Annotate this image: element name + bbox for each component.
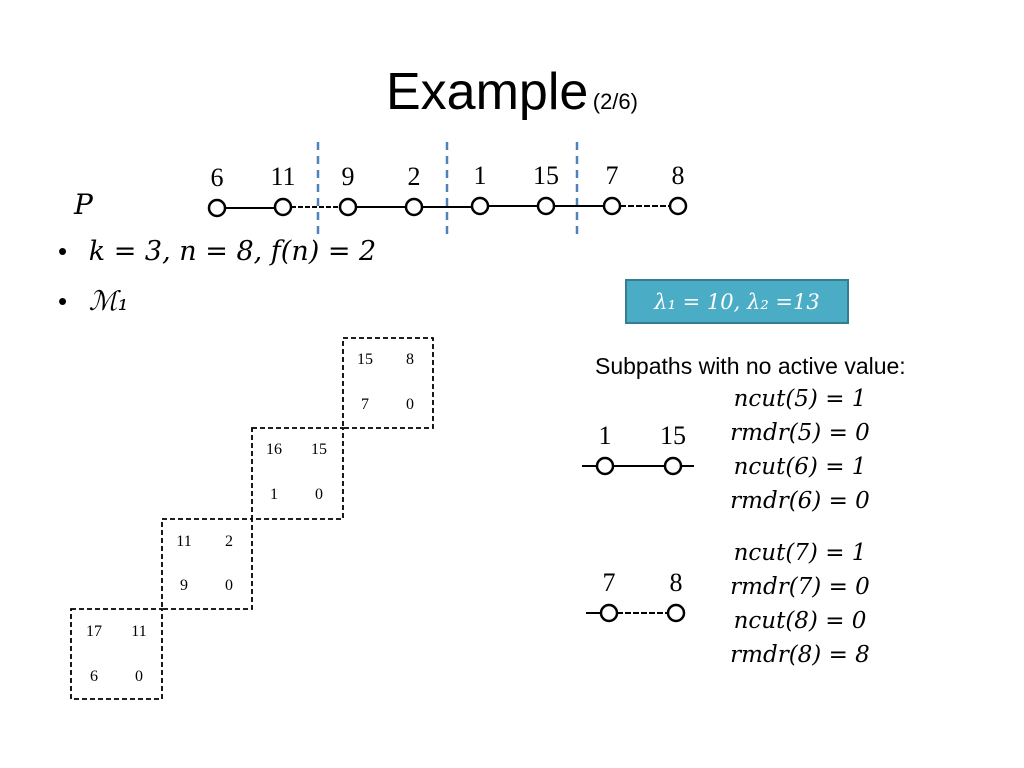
equation: rmdr(5) = 0 bbox=[730, 420, 870, 446]
equation: ncut(5) = 1 bbox=[733, 386, 867, 412]
matrix-cell: 9 bbox=[180, 577, 188, 594]
node-label: 9 bbox=[342, 162, 355, 191]
path-node bbox=[595, 456, 615, 476]
matrix-block: 17 11 6 0 bbox=[70, 608, 163, 700]
bullet-dot: • bbox=[58, 286, 68, 316]
subpaths-title: Subpaths with no active value: bbox=[595, 353, 906, 379]
node-label: 1 bbox=[599, 421, 612, 450]
title-text: Example bbox=[385, 63, 589, 121]
path-node bbox=[404, 197, 424, 217]
matrix-cell: 11 bbox=[176, 533, 191, 550]
matrix-cell: 8 bbox=[406, 351, 414, 368]
lambda-text: λ₁ = 10, λ₂ =13 bbox=[654, 289, 820, 314]
node-label: 6 bbox=[211, 163, 224, 192]
slide-title: Example (2/6) bbox=[0, 62, 1024, 122]
matrix-cell: 15 bbox=[311, 441, 327, 458]
matrix-cell: 15 bbox=[357, 351, 373, 368]
matrix-cell: 6 bbox=[90, 668, 98, 685]
node-label: 8 bbox=[672, 161, 685, 190]
node-label: 7 bbox=[606, 161, 619, 190]
node-label: 8 bbox=[670, 568, 683, 597]
path-node bbox=[602, 196, 622, 216]
equation: ncut(8) = 0 bbox=[733, 608, 867, 634]
equation: ncut(7) = 1 bbox=[733, 540, 867, 566]
lambda-box: λ₁ = 10, λ₂ =13 bbox=[625, 279, 849, 324]
subpath-diagram: 1 15 bbox=[582, 421, 694, 476]
bullet-text: ℳ₁ bbox=[88, 286, 129, 317]
path-label: P bbox=[74, 188, 93, 221]
bullet-dot: • bbox=[58, 236, 68, 266]
matrix-block: 16 15 1 0 bbox=[251, 427, 344, 520]
matrix-block: 15 8 7 0 bbox=[342, 337, 434, 429]
path-node bbox=[663, 456, 683, 476]
node-label: 11 bbox=[270, 162, 295, 191]
matrix-cell: 16 bbox=[266, 441, 282, 458]
equation: rmdr(7) = 0 bbox=[730, 574, 870, 600]
matrix-block: 11 2 9 0 bbox=[161, 518, 253, 610]
matrix-cell: 0 bbox=[135, 668, 143, 685]
matrix-cell: 0 bbox=[315, 486, 323, 503]
equation: rmdr(8) = 8 bbox=[730, 642, 870, 668]
path-node bbox=[536, 196, 556, 216]
path-node bbox=[470, 196, 490, 216]
node-label: 1 bbox=[474, 161, 487, 190]
matrix-cell: 7 bbox=[361, 396, 369, 413]
matrix-cell: 11 bbox=[131, 623, 146, 640]
subpath-diagram: 7 8 bbox=[586, 568, 686, 623]
node-label: 15 bbox=[533, 161, 559, 190]
equation: rmdr(6) = 0 bbox=[730, 488, 870, 514]
bullet-item: • k = 3, n = 8, f(n) = 2 bbox=[58, 236, 376, 267]
bullet-item: • ℳ₁ bbox=[58, 286, 128, 317]
equation: ncut(6) = 1 bbox=[733, 454, 867, 480]
matrix-cell: 0 bbox=[406, 396, 414, 413]
title-suffix: (2/6) bbox=[592, 89, 638, 114]
path-node bbox=[273, 197, 293, 217]
node-label: 7 bbox=[603, 568, 616, 597]
matrix-cell: 1 bbox=[270, 486, 278, 503]
bullet-text: k = 3, n = 8, f(n) = 2 bbox=[88, 236, 377, 267]
node-label: 2 bbox=[408, 162, 421, 191]
path-node bbox=[338, 197, 358, 217]
path-node bbox=[599, 603, 619, 623]
path-node bbox=[666, 603, 686, 623]
matrix-cell: 2 bbox=[225, 533, 233, 550]
node-label: 15 bbox=[660, 421, 686, 450]
path-node bbox=[668, 196, 688, 216]
path-node bbox=[207, 198, 227, 218]
matrix-cell: 17 bbox=[86, 623, 102, 640]
matrix-cell: 0 bbox=[225, 577, 233, 594]
